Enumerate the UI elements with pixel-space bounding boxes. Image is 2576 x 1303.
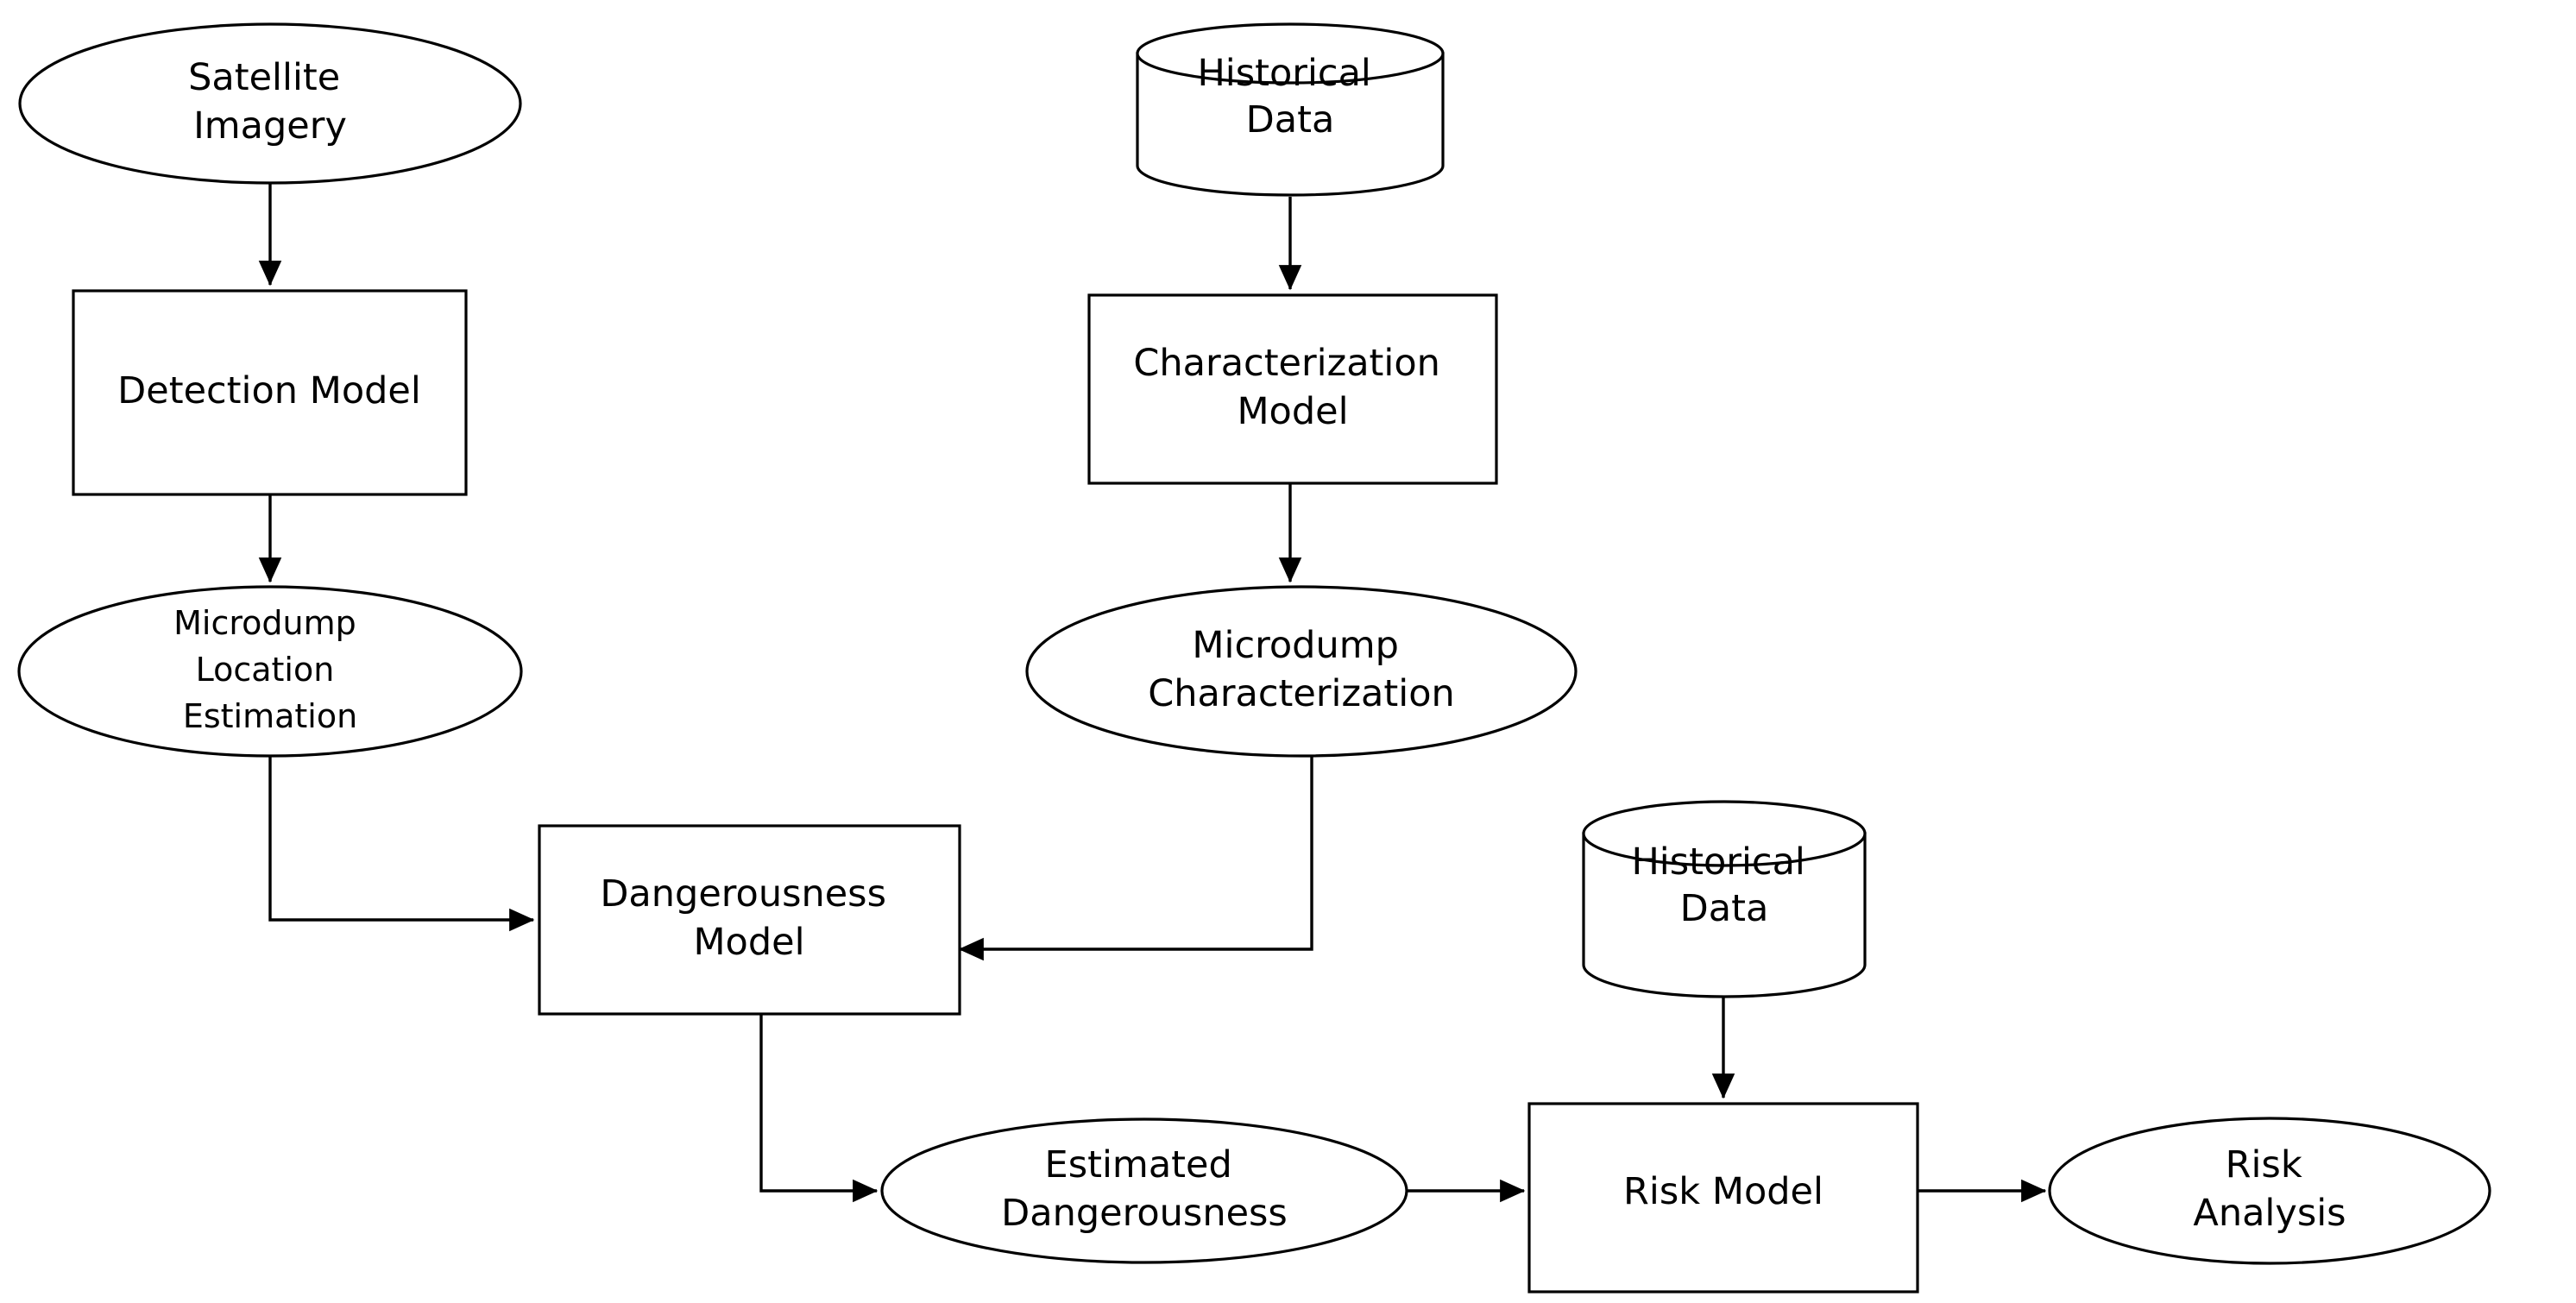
satellite-imagery-ellipse <box>18 22 522 185</box>
characterization-model-label: Characterization Model <box>1133 342 1452 433</box>
risk-analysis-label: Risk Analysis <box>2193 1143 2346 1235</box>
historical-data-top-label: Historical Data <box>1197 52 1382 142</box>
historical-data-bottom-cylinder-top <box>1582 800 1867 867</box>
characterization-model-rect <box>1087 293 1498 485</box>
satellite-imagery-label: Satellite Imagery <box>188 56 352 148</box>
historical-data-bottom-label: Historical Data <box>1631 840 1817 930</box>
node-detection-model[interactable]: Detection Model <box>72 289 468 496</box>
microdump-characterization-ellipse <box>1025 585 1578 758</box>
microdump-location-estimation-ellipse <box>17 585 523 758</box>
historical-data-top-cylinder-body <box>1136 52 1445 197</box>
edge-dangerousness-model-to-estimated-dangerousness <box>759 1014 879 1203</box>
node-characterization-model[interactable]: Characterization Model <box>1087 293 1498 485</box>
estimated-dangerousness-ellipse <box>880 1117 1408 1264</box>
node-historical-data-bottom[interactable]: Historical Data <box>1582 800 1867 998</box>
node-risk-model[interactable]: Risk Model <box>1527 1102 1919 1294</box>
microdump-characterization-label: Microdump Characterization <box>1148 624 1455 715</box>
node-estimated-dangerousness[interactable]: Estimated Dangerousness <box>880 1117 1408 1264</box>
node-microdump-characterization[interactable]: Microdump Characterization <box>1025 585 1578 758</box>
edge-microdump-characterization-to-dangerousness-model <box>958 757 1313 961</box>
historical-data-top-cylinder-top <box>1136 22 1445 85</box>
node-historical-data-top[interactable]: Historical Data <box>1136 22 1445 197</box>
estimated-dangerousness-label: Estimated Dangerousness <box>1001 1143 1288 1235</box>
node-dangerousness-model[interactable]: Dangerousness Model <box>538 824 961 1016</box>
risk-model-rect <box>1527 1102 1919 1294</box>
dangerousness-model-label: Dangerousness Model <box>600 872 898 964</box>
risk-model-label: Risk Model <box>1623 1170 1823 1213</box>
risk-analysis-ellipse <box>2048 1117 2491 1265</box>
microdump-location-estimation-label: Microdump Location Estimation <box>173 604 367 735</box>
detection-model-rect <box>72 289 468 496</box>
node-microdump-location-estimation[interactable]: Microdump Location Estimation <box>17 585 523 758</box>
node-satellite-imagery[interactable]: Satellite Imagery <box>18 22 522 185</box>
dangerousness-model-rect <box>538 824 961 1016</box>
edge-microdump-location-estimation-to-dangerousness-model <box>268 757 535 932</box>
detection-model-label: Detection Model <box>117 369 421 412</box>
historical-data-bottom-cylinder-body <box>1582 832 1867 998</box>
node-risk-analysis[interactable]: Risk Analysis <box>2048 1117 2491 1265</box>
